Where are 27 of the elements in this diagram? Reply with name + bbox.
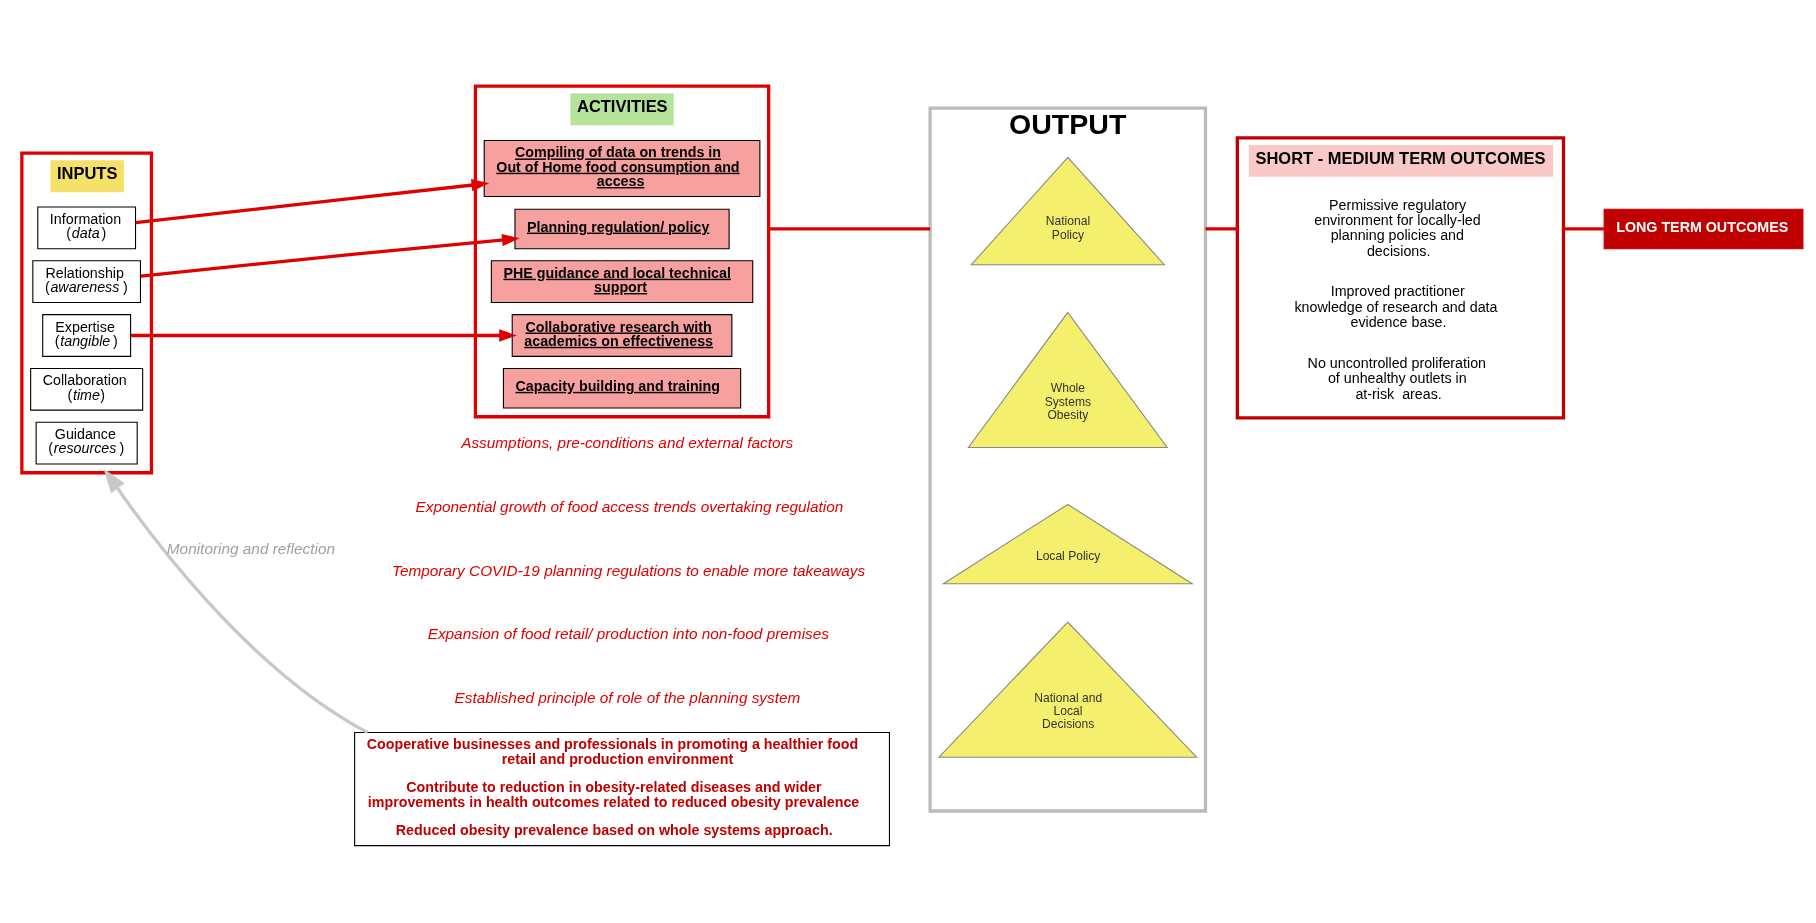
arrow bbox=[140, 233, 520, 278]
label: Established principle of role of the planning system bbox=[454, 689, 801, 707]
node-box: PHE guidance and local technical support bbox=[490, 260, 754, 304]
node-box: LONG TERM OUTCOMES bbox=[1603, 208, 1804, 250]
edge-label: Monitoring and reflection bbox=[166, 540, 336, 558]
node-box: Guidance (resources) bbox=[35, 421, 138, 465]
node-box: Expertise (tangible) bbox=[42, 314, 132, 357]
label: Expansion of food retail/ production into non-food premises bbox=[427, 625, 829, 643]
connector bbox=[768, 227, 931, 231]
label: Assumptions, pre-conditions and external factors bbox=[461, 434, 794, 452]
node-box: Compiling of data on trends in Out of Home food consumption and access bbox=[483, 140, 761, 198]
node-box: Collaboration (time) bbox=[30, 367, 144, 411]
arrow bbox=[130, 329, 517, 342]
connector bbox=[1563, 227, 1604, 231]
connector bbox=[1205, 227, 1238, 231]
arrow bbox=[103, 468, 369, 734]
label: Exponential growth of food access trends overtaking regulation bbox=[415, 497, 844, 515]
node-box: Relationship (awareness) bbox=[32, 260, 141, 304]
node-box: Planning regulation/ policy bbox=[514, 208, 730, 250]
node-box: Information (data) bbox=[37, 206, 137, 250]
node-box: Collaborative research with academics on effectiveness bbox=[511, 314, 733, 357]
node-text: Permissive regulatory environment for locally-led planning policies and decisions. bbox=[1314, 196, 1481, 259]
node-box: Cooperative businesses and professionals in promoting a healthier food retail and production environment Contribute to reduction in obesity-related diseases and wider improvements in health outcomes related to reduced obesity prevalence Reduced obesity prevalence based on whole systems approach. bbox=[354, 731, 890, 847]
node-box: Capacity building and training bbox=[502, 367, 742, 409]
node-text: Improved practitioner knowledge of research and data evidence base. bbox=[1294, 283, 1498, 331]
node-text: No uncontrolled proliferation of unhealthy outlets in at-risk areas. bbox=[1307, 354, 1487, 402]
label: Temporary COVID-19 planning regulations to enable more takeaways bbox=[391, 561, 866, 579]
